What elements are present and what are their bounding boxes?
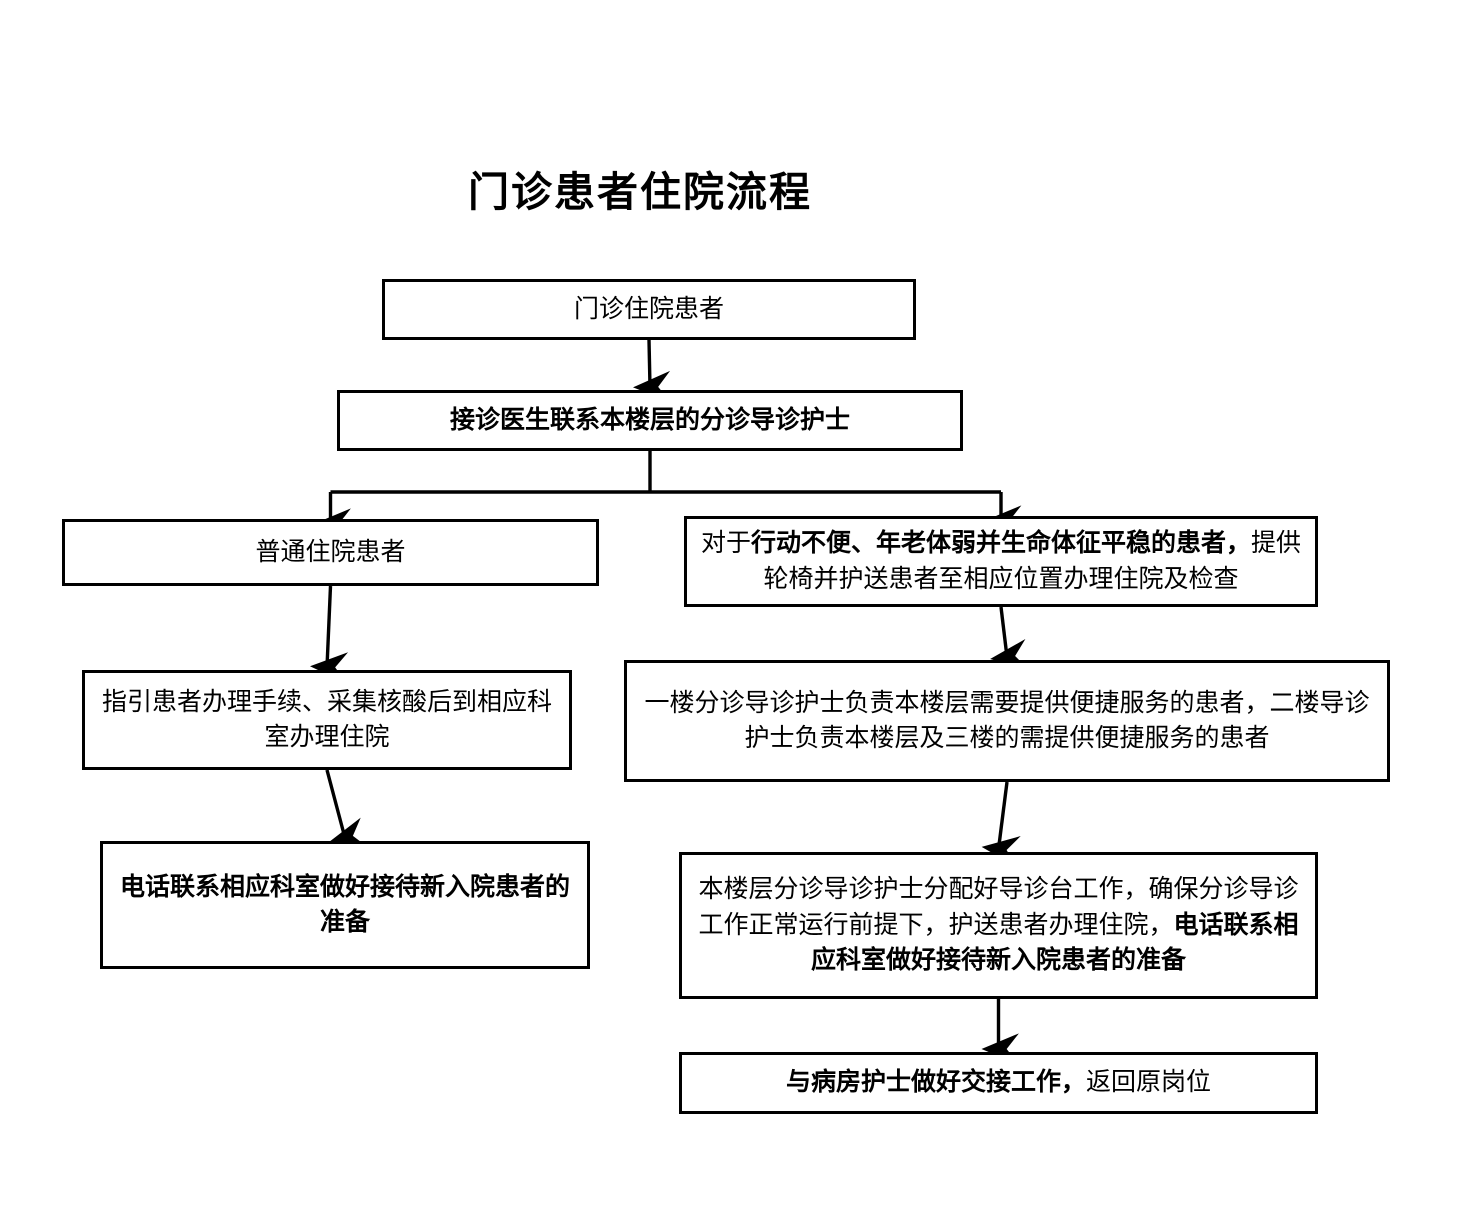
node-text-segment: 行动不便、年老体弱并生命体征平稳的患者， <box>750 530 1251 557</box>
page-title: 门诊患者住院流程 <box>468 169 812 215</box>
node-text-segment: 门诊住院患者 <box>573 295 724 323</box>
node-text-segment: 接诊医生联系本楼层的分诊导诊护士 <box>449 406 850 434</box>
node-label: 普通住院患者 <box>75 535 586 571</box>
node-label: 接诊医生联系本楼层的分诊导诊护士 <box>350 403 950 439</box>
node-label: 指引患者办理手续、采集核酸后到相应科室办理住院 <box>95 685 559 756</box>
node-text-segment: 与病房护士做好交接工作， <box>785 1069 1086 1097</box>
node-phone-department-prepare: 电话联系相应科室做好接待新入院患者的准备 <box>100 841 590 969</box>
node-label: 本楼层分诊导诊护士分配好导诊台工作，确保分诊导诊工作正常运行前提下，护送患者办理… <box>692 872 1305 979</box>
arrow-mobility-to-floor-nurse <box>990 606 1030 671</box>
node-guide-patient-procedures: 指引患者办理手续、采集核酸后到相应科室办理住院 <box>82 670 572 770</box>
node-text-segment: 本楼层分诊导诊护士分配好导诊台工作，确保分诊导诊工作正常运行前提下，护送患者办理… <box>698 876 1299 939</box>
node-assign-desk-work-escort: 本楼层分诊导诊护士分配好导诊台工作，确保分诊导诊工作正常运行前提下，护送患者办理… <box>679 852 1318 999</box>
node-outpatient-inpatient: 门诊住院患者 <box>382 279 916 340</box>
node-text-segment: 返回原岗位 <box>1086 1069 1212 1097</box>
arrow-ordinary-to-guide <box>310 585 349 684</box>
node-text-segment: 电话联系相应科室做好接待新入院患者的准备 <box>810 911 1299 975</box>
arrow-outpatient-to-doctor <box>633 339 671 403</box>
node-text-segment: 指引患者办理手续、采集核酸后到相应科室办理住院 <box>101 688 552 752</box>
node-label: 一楼分诊导诊护士负责本楼层需要提供便捷服务的患者，二楼导诊护士负责本楼层及三楼的… <box>637 686 1377 757</box>
node-mobility-impaired-patients: 对于行动不便、年老体弱并生命体征平稳的患者，提供轮椅并护送患者至相应位置办理住院… <box>684 516 1318 607</box>
node-text-segment: 普通住院患者 <box>255 538 406 566</box>
node-doctor-contacts-triage-nurse: 接诊医生联系本楼层的分诊导诊护士 <box>337 390 963 451</box>
node-text-segment: 电话联系相应科室做好接待新入院患者的准备 <box>119 873 570 937</box>
node-text-segment: 对于 <box>700 530 751 557</box>
node-floor-nurse-responsibility: 一楼分诊导诊护士负责本楼层需要提供便捷服务的患者，二楼导诊护士负责本楼层及三楼的… <box>624 660 1390 782</box>
arrow-floor-nurse-to-assign <box>981 781 1021 868</box>
node-label: 对于行动不便、年老体弱并生命体征平稳的患者，提供轮椅并护送患者至相应位置办理住院… <box>697 526 1305 597</box>
node-label: 与病房护士做好交接工作，返回原岗位 <box>692 1065 1305 1101</box>
node-text-segment: 一楼分诊导诊护士负责本楼层需要提供便捷服务的患者，二楼导诊护士负责本楼层及三楼的… <box>644 689 1370 753</box>
node-handover-return-post: 与病房护士做好交接工作，返回原岗位 <box>679 1052 1318 1114</box>
node-label: 门诊住院患者 <box>395 292 903 328</box>
node-text-segment: 提供轮椅并护送患者至相应位置办理住院及检查 <box>763 530 1302 593</box>
node-ordinary-inpatient: 普通住院患者 <box>62 519 599 586</box>
arrow-guide-to-phone <box>325 769 369 848</box>
node-label: 电话联系相应科室做好接待新入院患者的准备 <box>113 870 577 941</box>
